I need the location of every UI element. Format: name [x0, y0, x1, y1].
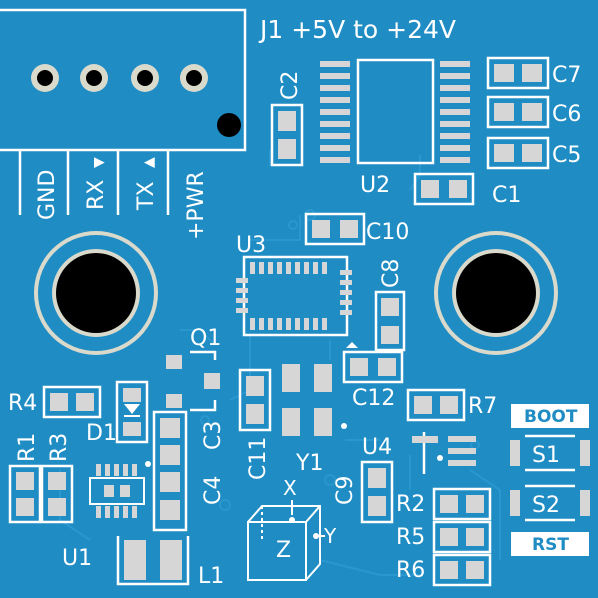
label-c12: C12: [352, 386, 395, 411]
mounting-hole-left: [34, 231, 158, 355]
pin1-marker: [217, 113, 241, 137]
label-c11: C11: [246, 437, 271, 480]
axis-label-z: Z: [276, 538, 291, 563]
label-r7: R7: [468, 394, 497, 419]
label-r6: R6: [396, 558, 425, 583]
y1-crystal: [282, 364, 347, 436]
r2-resistor: [432, 487, 492, 521]
j1-title: J1 +5V to +24V: [258, 15, 456, 44]
c2-cap: [270, 103, 304, 167]
boot-label: BOOT: [524, 407, 578, 427]
pin-label-tx: TX: [134, 181, 159, 211]
label-q1: Q1: [190, 326, 221, 351]
pin-label-rx: RX: [84, 180, 109, 210]
label-u1: U1: [62, 546, 92, 571]
c7-cap: [486, 56, 550, 90]
s2-switch[interactable]: [510, 484, 590, 522]
label-u3: U3: [236, 233, 266, 258]
axis-label-x: X: [283, 476, 297, 500]
label-r1: R1: [15, 433, 40, 462]
boot-badge: BOOT: [511, 404, 589, 428]
c1-cap: [413, 172, 475, 206]
axis-y-dot: [313, 533, 319, 539]
label-u2: U2: [360, 173, 390, 198]
c11-cap: [238, 368, 272, 432]
label-c9: C9: [333, 476, 358, 505]
label-c7: C7: [552, 63, 581, 88]
label-u4: U4: [362, 435, 392, 460]
c4-cap: [152, 410, 188, 532]
u4-chip: [412, 432, 476, 474]
label-r5: R5: [396, 525, 425, 550]
label-c6: C6: [552, 102, 581, 127]
label-c10: C10: [366, 220, 409, 245]
j1-connector: GND RX ▼ TX ▲ +PWR: [0, 8, 247, 240]
label-c2: C2: [278, 71, 303, 100]
u3-chip: [236, 255, 352, 337]
c6-cap: [486, 95, 550, 129]
mounting-hole-right: [434, 231, 558, 355]
j1-pin-holes: [31, 64, 208, 92]
axis-label-y: Y: [323, 524, 337, 548]
label-d1: D1: [86, 421, 117, 446]
label-c5: C5: [552, 143, 581, 168]
label-r2: R2: [396, 492, 425, 517]
pin-label-pwr: +PWR: [184, 171, 209, 240]
axis-cube: [247, 500, 325, 581]
label-s1: S1: [532, 443, 560, 468]
pin-label-gnd: GND: [35, 170, 60, 220]
r7-resistor: [406, 388, 466, 422]
q1-transistor: [166, 350, 220, 412]
label-c4: C4: [201, 476, 226, 505]
rst-badge: RST: [511, 532, 589, 556]
tx-arrow: ▲: [141, 157, 157, 168]
r5-resistor: [432, 520, 492, 554]
label-r4: R4: [8, 391, 37, 416]
label-y1: Y1: [295, 451, 323, 476]
u1-chip: [89, 461, 151, 518]
s1-switch[interactable]: [510, 434, 590, 472]
axis-origin: [289, 517, 295, 523]
label-c3: C3: [201, 421, 226, 450]
l1-inductor: [116, 536, 190, 586]
label-s2: S2: [532, 493, 560, 518]
label-l1: L1: [198, 564, 224, 589]
rst-label: RST: [532, 535, 569, 555]
r1-resistor: [8, 464, 42, 524]
label-c1: C1: [492, 183, 521, 208]
rx-arrow: ▼: [91, 157, 107, 168]
c10-cap: [304, 212, 366, 246]
u2-chip: [320, 58, 470, 165]
c12-cap: [342, 342, 404, 384]
c8-cap: [374, 290, 406, 352]
label-r3: R3: [47, 433, 72, 462]
r6-resistor: [432, 553, 492, 587]
r3-resistor: [40, 464, 74, 524]
r4-resistor: [42, 385, 102, 419]
d1-diode: [115, 380, 149, 444]
label-c8: C8: [379, 259, 404, 288]
c9-cap: [360, 460, 394, 524]
c5-cap: [486, 136, 550, 170]
